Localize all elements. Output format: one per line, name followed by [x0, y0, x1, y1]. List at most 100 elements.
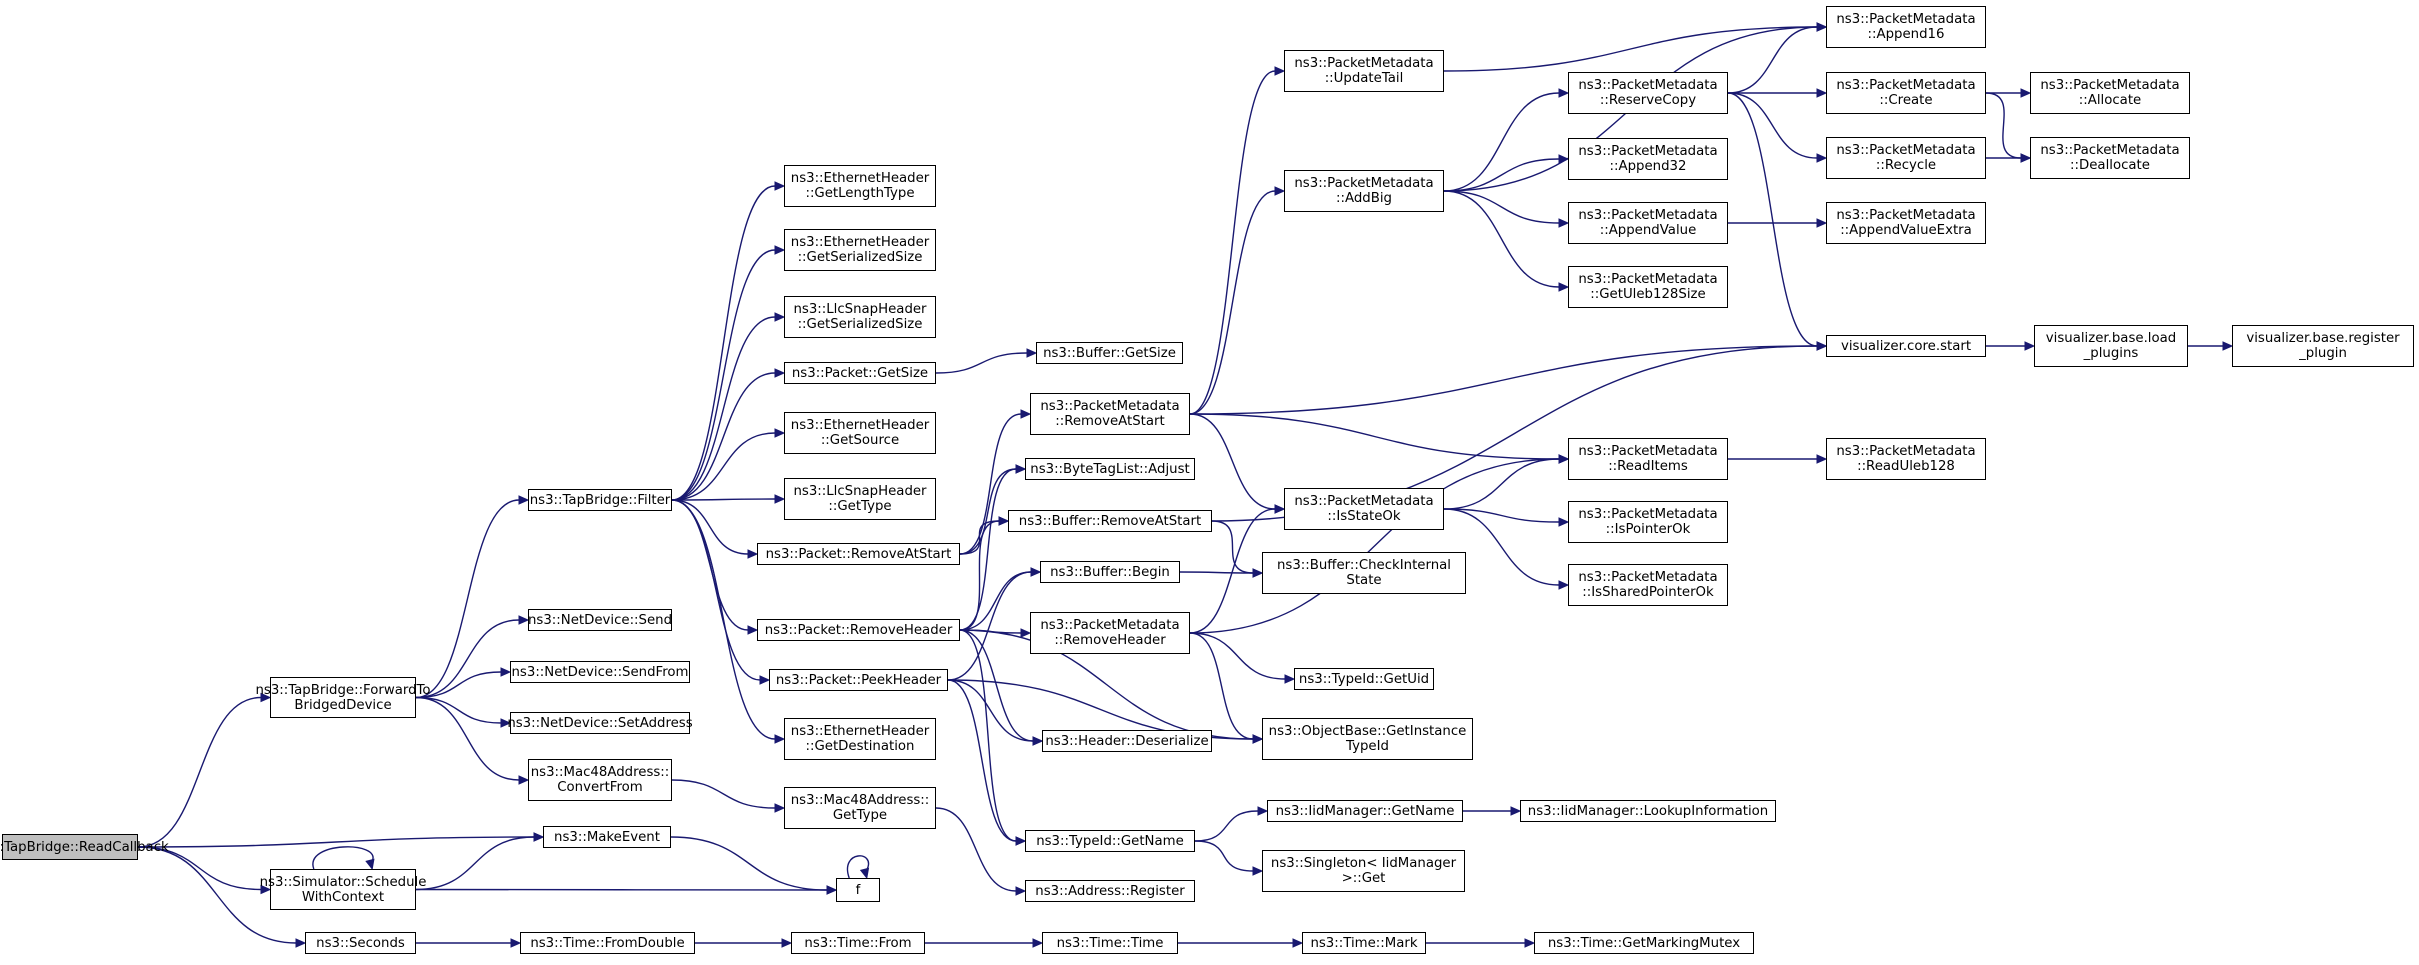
edge-pkt-remove-at-start-to-buf-remove-at-start	[959, 520, 1000, 555]
edge-filter-to-eth-len	[671, 185, 776, 501]
node-buf-get-size[interactable]: ns3::Buffer::GetSize	[1036, 342, 1183, 364]
node-label-line: ns3::PacketMetadata	[1578, 507, 1718, 522]
node-label-line: ns3::ObjectBase::GetInstance	[1268, 724, 1467, 739]
node-label-line: WithContext	[301, 889, 385, 905]
edge-arrowhead	[500, 667, 512, 677]
node-pkt-remove-header[interactable]: ns3::Packet::RemoveHeader	[757, 619, 960, 641]
node-llc-type[interactable]: ns3::LlcSnapHeader::GetType	[784, 478, 936, 520]
edge-pm-remove-at-start-to-is-state-ok	[1189, 413, 1276, 510]
node-append16[interactable]: ns3::PacketMetadata::Append16	[1826, 6, 1986, 48]
node-label-line: f	[855, 882, 861, 898]
node-filter[interactable]: ns3::TapBridge::Filter	[528, 489, 672, 511]
edge-pkt-remove-header-to-type-id-get-name	[959, 629, 1017, 842]
node-label-line: ::GetType	[828, 499, 892, 514]
node-type-id-get-name[interactable]: ns3::TypeId::GetName	[1025, 830, 1195, 852]
node-buf-begin[interactable]: ns3::Buffer::Begin	[1040, 561, 1180, 583]
edge-arrowhead	[260, 692, 272, 703]
node-type-id-get-uid[interactable]: ns3::TypeId::GetUid	[1294, 668, 1434, 690]
node-pkt-get-size[interactable]: ns3::Packet::GetSize	[784, 362, 936, 384]
node-llc-ser[interactable]: ns3::LlcSnapHeader::GetSerializedSize	[784, 296, 936, 338]
node-eth-len[interactable]: ns3::EthernetHeader::GetLengthType	[784, 165, 936, 207]
node-eth-src[interactable]: ns3::EthernetHeader::GetSource	[784, 412, 936, 454]
node-label-line: ::GetLengthType	[805, 186, 915, 201]
node-append-value-extra[interactable]: ns3::PacketMetadata::AppendValueExtra	[1826, 202, 1986, 244]
node-eth-dst[interactable]: ns3::EthernetHeader::GetDestination	[784, 718, 936, 760]
node-from-double[interactable]: ns3::Time::FromDouble	[520, 932, 695, 954]
edge-filter-to-llc-type	[671, 498, 776, 501]
node-lookup-information[interactable]: ns3::IidManager::LookupInformation	[1520, 800, 1776, 822]
node-label-line: ns3::ByteTagList::Adjust	[1030, 461, 1190, 477]
edge-arrowhead	[1274, 186, 1286, 196]
node-convert-from[interactable]: ns3::Mac48Address::ConvertFrom	[528, 759, 672, 801]
node-iid-get-name[interactable]: ns3::IidManager::GetName	[1267, 800, 1463, 822]
node-get-uleb128-size[interactable]: ns3::PacketMetadata::GetUleb128Size	[1568, 266, 1728, 308]
edge-filter-to-eth-dst	[671, 499, 776, 740]
node-time-time[interactable]: ns3::Time::Time	[1042, 932, 1178, 954]
node-singleton-get[interactable]: ns3::Singleton< IidManager>::Get	[1262, 850, 1465, 892]
node-update-tail[interactable]: ns3::PacketMetadata::UpdateTail	[1284, 50, 1444, 92]
node-label-line: ConvertFrom	[557, 780, 643, 795]
node-is-shared-pointer-ok[interactable]: ns3::PacketMetadata::IsSharedPointerOk	[1568, 564, 1728, 606]
node-header-deserialize[interactable]: ns3::Header::Deserialize	[1042, 730, 1212, 752]
node-pkt-remove-at-start[interactable]: ns3::Packet::RemoveAtStart	[757, 543, 960, 565]
node-read-uleb128[interactable]: ns3::PacketMetadata::ReadUleb128	[1826, 438, 1986, 480]
node-label-line: ns3::LlcSnapHeader	[793, 484, 927, 499]
node-append32[interactable]: ns3::PacketMetadata::Append32	[1568, 138, 1728, 180]
node-vis-core-start[interactable]: visualizer.core.start	[1826, 335, 1986, 357]
node-recycle[interactable]: ns3::PacketMetadata::Recycle	[1826, 137, 1986, 179]
node-pm-remove-header[interactable]: ns3::PacketMetadata::RemoveHeader	[1030, 612, 1190, 654]
edge-read-callback-to-make-event	[137, 836, 535, 848]
node-append-value[interactable]: ns3::PacketMetadata::AppendValue	[1568, 202, 1728, 244]
node-label-line: ns3::Packet::RemoveAtStart	[765, 546, 952, 562]
node-time-mark[interactable]: ns3::Time::Mark	[1302, 932, 1426, 954]
node-nd-set-address[interactable]: ns3::NetDevice::SetAddress	[507, 712, 693, 734]
edge-is-state-ok-to-read-items	[1443, 458, 1560, 510]
node-label-line: ::IsStateOk	[1327, 509, 1401, 524]
node-f[interactable]: f	[836, 878, 880, 902]
node-is-pointer-ok[interactable]: ns3::PacketMetadata::IsPointerOk	[1568, 501, 1728, 543]
node-nd-send[interactable]: ns3::NetDevice::Send	[528, 609, 672, 631]
node-make-event[interactable]: ns3::MakeEvent	[543, 826, 671, 848]
node-label-line: visualizer.base.load	[2045, 331, 2177, 346]
node-add-big[interactable]: ns3::PacketMetadata::AddBig	[1284, 170, 1444, 212]
node-allocate[interactable]: ns3::PacketMetadata::Allocate	[2030, 72, 2190, 114]
node-label-line: ns3::Buffer::GetSize	[1043, 345, 1176, 361]
node-time-from[interactable]: ns3::Time::From	[791, 932, 925, 954]
node-label-line: ::IsSharedPointerOk	[1582, 585, 1714, 600]
edge-pkt-peek-header-to-header-deserialize	[947, 679, 1034, 742]
edge-arrowhead	[1558, 154, 1570, 164]
node-vis-load-plugins[interactable]: visualizer.base.load_plugins	[2034, 325, 2188, 367]
node-seconds[interactable]: ns3::Seconds	[305, 932, 416, 954]
node-pm-remove-at-start[interactable]: ns3::PacketMetadata::RemoveAtStart	[1030, 393, 1190, 435]
node-eth-ser[interactable]: ns3::EthernetHeader::GetSerializedSize	[784, 229, 936, 271]
node-label-line: ns3::PacketMetadata	[1836, 208, 1976, 223]
node-buf-remove-at-start[interactable]: ns3::Buffer::RemoveAtStart	[1008, 510, 1212, 532]
edge-arrowhead	[1274, 504, 1286, 514]
node-vis-register-plugin[interactable]: visualizer.base.register_plugin	[2232, 325, 2414, 367]
node-label-line: ns3::NetDevice::SetAddress	[507, 715, 693, 731]
node-pkt-peek-header[interactable]: ns3::Packet::PeekHeader	[769, 669, 948, 691]
node-addr-register[interactable]: ns3::Address::Register	[1025, 880, 1195, 902]
edge-filter-to-pkt-remove-at-start	[671, 499, 749, 555]
node-create[interactable]: ns3::PacketMetadata::Create	[1826, 72, 1986, 114]
node-is-state-ok[interactable]: ns3::PacketMetadata::IsStateOk	[1284, 488, 1444, 530]
node-mac-get-type[interactable]: ns3::Mac48Address::GetType	[784, 787, 936, 829]
node-read-items[interactable]: ns3::PacketMetadata::ReadItems	[1568, 438, 1728, 480]
node-deallocate[interactable]: ns3::PacketMetadata::Deallocate	[2030, 137, 2190, 179]
edge-pm-remove-header-to-get-instance-type-id	[1189, 632, 1254, 740]
edge-pm-remove-at-start-to-add-big	[1189, 190, 1276, 415]
node-label-line: ns3::NetDevice::SendFrom	[511, 664, 689, 680]
node-label-line: ns3::MakeEvent	[554, 829, 660, 845]
node-nd-send-from[interactable]: ns3::NetDevice::SendFrom	[510, 661, 690, 683]
node-label-line: GetType	[832, 808, 888, 823]
node-reserve-copy[interactable]: ns3::PacketMetadata::ReserveCopy	[1568, 72, 1728, 114]
edge-pm-remove-header-to-read-items	[1189, 458, 1560, 634]
node-get-marking-mutex[interactable]: ns3::Time::GetMarkingMutex	[1534, 932, 1754, 954]
edge-pkt-remove-at-start-to-btl-adjust	[959, 468, 1017, 555]
node-btl-adjust[interactable]: ns3::ByteTagList::Adjust	[1025, 458, 1195, 480]
